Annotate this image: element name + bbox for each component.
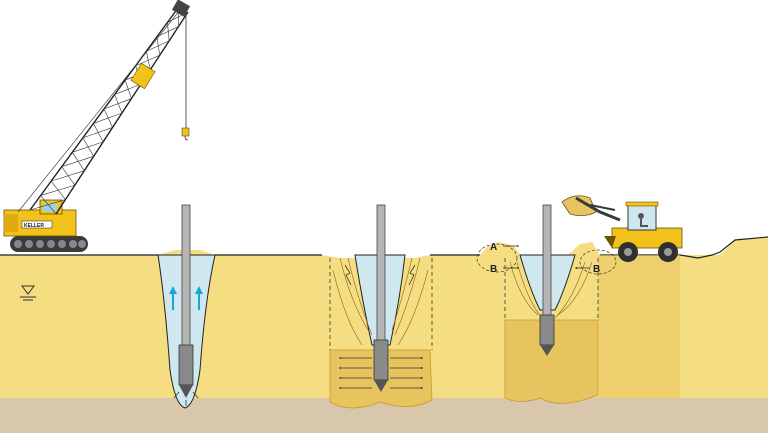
label-b-left: B bbox=[490, 264, 497, 275]
stage-2-compaction bbox=[329, 204, 433, 409]
bedrock-layer bbox=[0, 398, 768, 433]
crane-logo: KELLER bbox=[24, 223, 44, 229]
label-b-right: B bbox=[593, 264, 600, 275]
stage-3-backfill: A B B bbox=[476, 204, 680, 404]
wheel-loader bbox=[561, 195, 683, 262]
stage-1-penetration bbox=[157, 204, 216, 409]
crawler-crane: KELLER bbox=[3, 0, 191, 252]
groundwater-level-icon bbox=[20, 285, 36, 301]
label-a: A bbox=[490, 242, 497, 253]
